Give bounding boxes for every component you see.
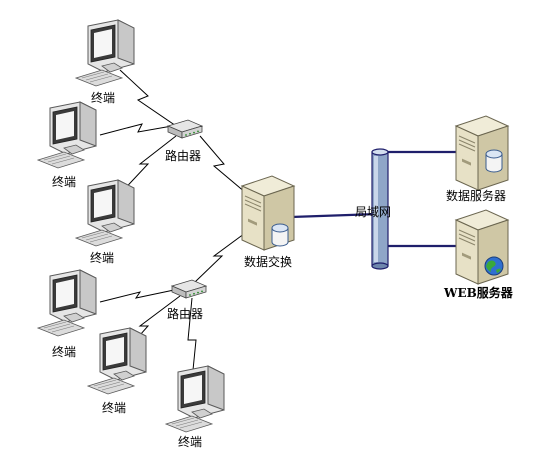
terminal-2-label: 终端 <box>52 174 76 189</box>
lan-label: 局域网 <box>355 205 391 219</box>
link-terminal2-router1 <box>99 123 173 136</box>
terminal-4 <box>37 269 97 337</box>
database-cylinder-icon <box>271 223 289 247</box>
terminal-3-label: 终端 <box>90 250 114 265</box>
link-terminal4-router2 <box>99 289 175 303</box>
terminal-1-label: 终端 <box>91 90 115 105</box>
data-exchange-node <box>241 175 295 251</box>
link-terminal3-router1 <box>117 135 177 197</box>
terminal-5-label: 终端 <box>102 400 126 415</box>
terminal-6 <box>165 365 225 433</box>
link-router2-exchange <box>194 227 253 283</box>
terminal-5 <box>87 327 147 395</box>
desktop-computer-icon <box>37 101 97 169</box>
router-icon <box>171 279 207 299</box>
database-cylinder-icon <box>485 149 503 173</box>
router-1-label: 路由器 <box>165 148 201 163</box>
link-terminal1-router1 <box>119 69 183 131</box>
terminal-4-label: 终端 <box>52 344 76 359</box>
desktop-computer-icon <box>75 19 135 87</box>
web-server-label: WEB服务器 <box>443 285 514 300</box>
terminal-2 <box>37 101 97 169</box>
data-exchange-label: 数据交换 <box>244 254 292 269</box>
lan-backbone-icon <box>371 148 389 270</box>
router-2-label: 路由器 <box>167 306 203 321</box>
globe-icon <box>484 256 504 276</box>
data-server-node <box>455 115 509 191</box>
desktop-computer-icon <box>37 269 97 337</box>
router-icon <box>167 119 203 139</box>
link-terminal6-router2 <box>187 297 197 381</box>
desktop-computer-icon <box>165 365 225 433</box>
terminal-1 <box>75 19 135 87</box>
desktop-computer-icon <box>75 179 135 247</box>
link-router1-exchange <box>199 135 253 199</box>
terminal-3 <box>75 179 135 247</box>
terminal-6-label: 终端 <box>178 434 202 449</box>
desktop-computer-icon <box>87 327 147 395</box>
data-server-label: 数据服务器 <box>446 188 506 203</box>
web-server-node <box>455 209 509 285</box>
